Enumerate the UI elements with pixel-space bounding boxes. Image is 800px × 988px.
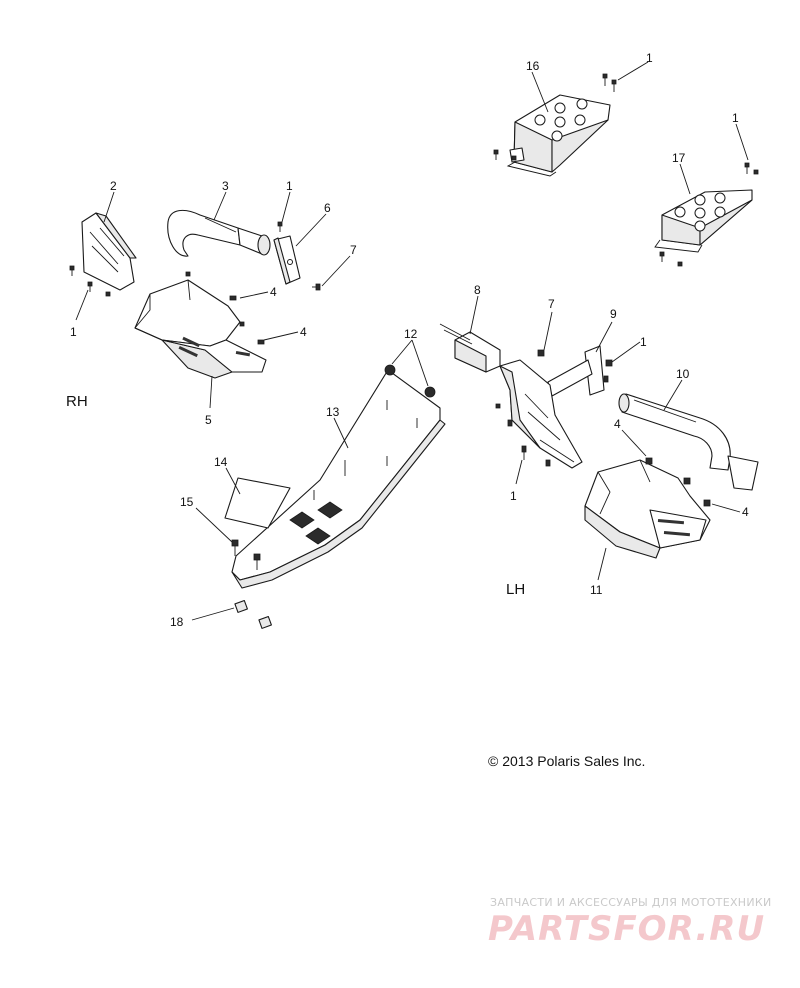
callout-18: 18 xyxy=(170,615,184,629)
callout-6: 6 xyxy=(324,201,331,215)
watermark-logo: PARTSFOR.RU xyxy=(488,909,765,949)
callout-1: 1 xyxy=(732,111,739,125)
callout-17: 17 xyxy=(672,151,686,165)
screw-icon xyxy=(545,459,551,467)
part-8-bracket xyxy=(439,323,501,373)
callout-4: 4 xyxy=(614,417,621,431)
screw-icon xyxy=(231,539,239,556)
leader-lines xyxy=(75,61,749,621)
screw-icon xyxy=(537,349,545,357)
callout-10: 10 xyxy=(676,367,690,381)
screw-icon xyxy=(611,79,617,92)
callout-16: 16 xyxy=(526,59,540,73)
part-3-grab-tube xyxy=(167,209,271,257)
callout-4: 4 xyxy=(300,325,307,339)
screw-icon xyxy=(277,221,283,232)
nut-icon xyxy=(384,364,396,376)
rh-label: RH xyxy=(66,393,88,410)
screw-icon xyxy=(753,169,759,175)
screw-icon xyxy=(257,339,265,345)
part-17-footrest-plate xyxy=(654,189,753,253)
screw-icon xyxy=(312,283,321,291)
callout-11: 11 xyxy=(590,583,603,597)
part-10-grab-tube xyxy=(618,393,759,491)
screw-icon xyxy=(645,457,653,465)
part-11-heat-shield xyxy=(584,459,711,559)
callout-14: 14 xyxy=(214,455,228,469)
screw-icon xyxy=(69,265,75,276)
screw-icon xyxy=(239,321,245,327)
callout-9: 9 xyxy=(610,307,617,321)
callout-1: 1 xyxy=(286,179,293,193)
callout-1: 1 xyxy=(646,51,653,65)
callout-2: 2 xyxy=(110,179,117,193)
part-2-bracket xyxy=(81,212,137,291)
screw-icon xyxy=(602,73,608,86)
screw-icon xyxy=(521,445,527,460)
screw-icon xyxy=(105,291,111,297)
lh-label: LH xyxy=(506,581,525,598)
callout-4: 4 xyxy=(742,505,749,519)
part-16-footrest-plate xyxy=(506,94,611,177)
callout-1: 1 xyxy=(640,335,647,349)
clip-icon xyxy=(234,599,248,613)
screw-icon xyxy=(659,251,665,262)
part-14-decal xyxy=(224,477,291,529)
screw-icon xyxy=(185,271,191,277)
callout-8: 8 xyxy=(474,283,481,297)
part-5-heat-shield xyxy=(134,279,267,379)
callout-12: 12 xyxy=(404,327,418,341)
callout-7: 7 xyxy=(350,243,357,257)
screw-icon xyxy=(495,403,501,409)
part-6-mount-bracket xyxy=(273,235,301,285)
screw-icon xyxy=(605,359,613,367)
callout-3: 3 xyxy=(222,179,229,193)
screw-icon xyxy=(253,553,261,570)
callout-1: 1 xyxy=(70,325,77,339)
screw-icon xyxy=(703,499,711,507)
copyright-notice: © 2013 Polaris Sales Inc. xyxy=(488,753,645,769)
clip-icon xyxy=(258,615,272,629)
callout-15: 15 xyxy=(180,495,194,509)
screw-icon xyxy=(677,261,683,267)
callout-5: 5 xyxy=(205,413,212,427)
callout-1: 1 xyxy=(510,489,517,503)
screw-icon xyxy=(603,375,609,383)
nut-icon xyxy=(424,386,436,398)
callout-4: 4 xyxy=(270,285,277,299)
screw-icon xyxy=(87,281,93,292)
screw-icon xyxy=(744,162,750,174)
screw-icon xyxy=(229,295,237,301)
screw-icon xyxy=(511,155,517,161)
watermark-tagline: ЗАПЧАСТИ И АКСЕССУАРЫ ДЛЯ МОТОТЕХНИКИ xyxy=(490,896,772,909)
screw-icon xyxy=(683,477,691,485)
callout-7: 7 xyxy=(548,297,555,311)
part-9-mount-bracket xyxy=(547,345,605,397)
callouts: 16 1 1 17 2 3 1 6 7 4 4 1 5 8 7 9 1 10 1… xyxy=(70,51,749,629)
callout-13: 13 xyxy=(326,405,340,419)
screw-icon xyxy=(493,149,499,160)
part-lh-bracket-plate xyxy=(499,359,583,469)
screw-icon xyxy=(507,419,513,427)
part-13-skid-plate xyxy=(231,369,446,589)
